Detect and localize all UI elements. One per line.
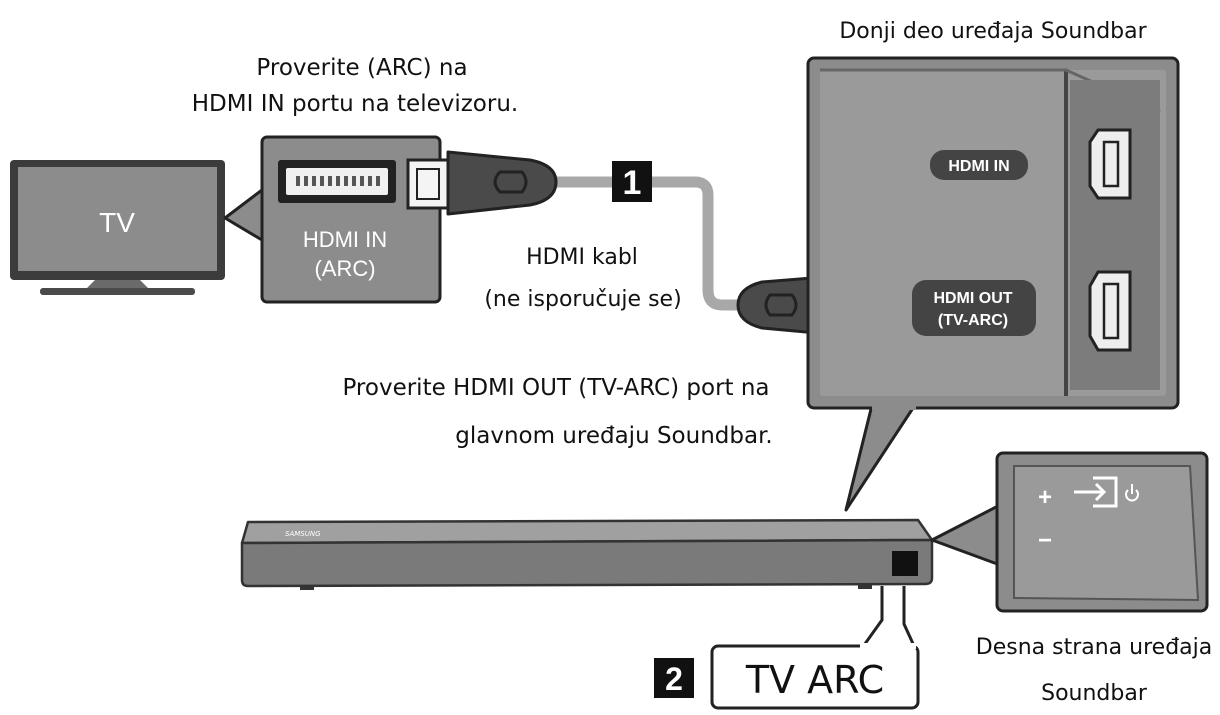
soundbar-foot-left — [300, 585, 314, 590]
step-2-number: 2 — [665, 661, 683, 697]
hdmi-out-port-icon — [1088, 270, 1132, 352]
hdmi-out-port-slot — [1102, 282, 1120, 340]
right-callout-pointer — [930, 503, 1002, 567]
power-icon-arc — [1125, 489, 1139, 502]
right-side-caption-line2: Soundbar — [1041, 681, 1148, 706]
right-side-callout: + − — [930, 451, 1209, 613]
tv-port-label-line1: HDMI IN — [303, 227, 387, 252]
bottom-callout-pointer — [844, 403, 917, 512]
soundbar-illustration: SAMSUNG — [240, 518, 934, 590]
input-source-icon-arrow — [1074, 482, 1107, 502]
hdmi-port-pins — [296, 176, 380, 186]
hdmi-in-port-icon — [1088, 128, 1132, 200]
soundbar-check-caption-line2: glavnom uređaju Soundbar. — [455, 423, 773, 449]
tv-stand-neck — [85, 280, 150, 290]
soundbar-foot-right — [858, 584, 872, 589]
tv-arc-callout: TV ARC — [710, 586, 920, 710]
hdmi-in-pill — [930, 150, 1028, 180]
tv-label: TV — [99, 207, 135, 238]
hdmi-plug-body-top — [446, 150, 558, 216]
power-icon[interactable] — [1125, 484, 1139, 502]
soundbar-front — [240, 538, 934, 588]
tv-arc-box-joint — [860, 643, 916, 649]
tv-arc-leader-left — [860, 586, 884, 649]
tv-port-label-line2: (ARC) — [314, 256, 375, 281]
hdmi-plug-grip-top — [493, 170, 528, 194]
soundbar-tv-arc-indicator — [892, 551, 918, 576]
hdmi-in-port-slot — [1102, 140, 1120, 188]
hdmi-plug-grip-bottom — [764, 293, 798, 317]
bottom-callout-joint — [872, 402, 916, 410]
hdmi-plug-head-top — [406, 158, 450, 210]
cable-wire — [549, 176, 751, 311]
step-1-box — [612, 161, 652, 202]
soundbar-hdmi-in-port — [1088, 128, 1132, 200]
tv-check-caption-line1: Proverite (ARC) na — [256, 55, 467, 81]
cable-label-line2: (ne isporučuje se) — [484, 287, 681, 312]
tv-port-callout: HDMI IN (ARC) — [223, 135, 442, 304]
bottom-panel-callout: HDMI IN HDMI OUT (TV-ARC) — [806, 56, 1180, 512]
soundbar-check-caption-line1: Proverite HDMI OUT (TV-ARC) port na — [342, 375, 769, 401]
tv-callout-pointer — [223, 188, 264, 242]
tv-arc-label: TV ARC — [745, 658, 884, 702]
tv-screen — [18, 167, 217, 271]
right-side-caption-line1: Desna strana uređaja — [976, 635, 1212, 660]
soundbar-brand-logo: SAMSUNG — [285, 530, 321, 538]
right-side-surface — [1013, 465, 1200, 602]
hdmi-in-label: HDMI IN — [948, 158, 1009, 175]
hdmi-out-label-line1: HDMI OUT — [933, 290, 1012, 307]
hdmi-out-pill — [912, 280, 1036, 336]
step-1-badge: 1 — [612, 161, 652, 202]
volume-down-button[interactable]: − — [1038, 527, 1052, 554]
step-1-number: 1 — [623, 164, 642, 202]
tv-arc-leader-right — [902, 586, 917, 649]
hdmi-plug-slot-top — [416, 168, 440, 200]
step-2-box — [654, 658, 694, 698]
input-source-icon-frame — [1093, 476, 1118, 508]
hdmi-out-label-line2: (TV-ARC) — [938, 312, 1008, 329]
cable-label-line1: HDMI kabl — [526, 245, 638, 270]
volume-up-button[interactable]: + — [1038, 484, 1052, 511]
tv-check-caption-line2: HDMI IN portu na televizoru. — [192, 91, 518, 117]
tv-illustration: TV — [10, 160, 225, 295]
tv-stand-base — [40, 288, 195, 295]
tv-arc-box — [710, 644, 920, 710]
input-source-icon[interactable] — [1074, 476, 1118, 508]
soundbar-hdmi-out-port — [1088, 270, 1132, 352]
bottom-panel-title: Donji deo uređaja Soundbar — [839, 19, 1147, 44]
step-2-badge: 2 — [654, 658, 694, 698]
